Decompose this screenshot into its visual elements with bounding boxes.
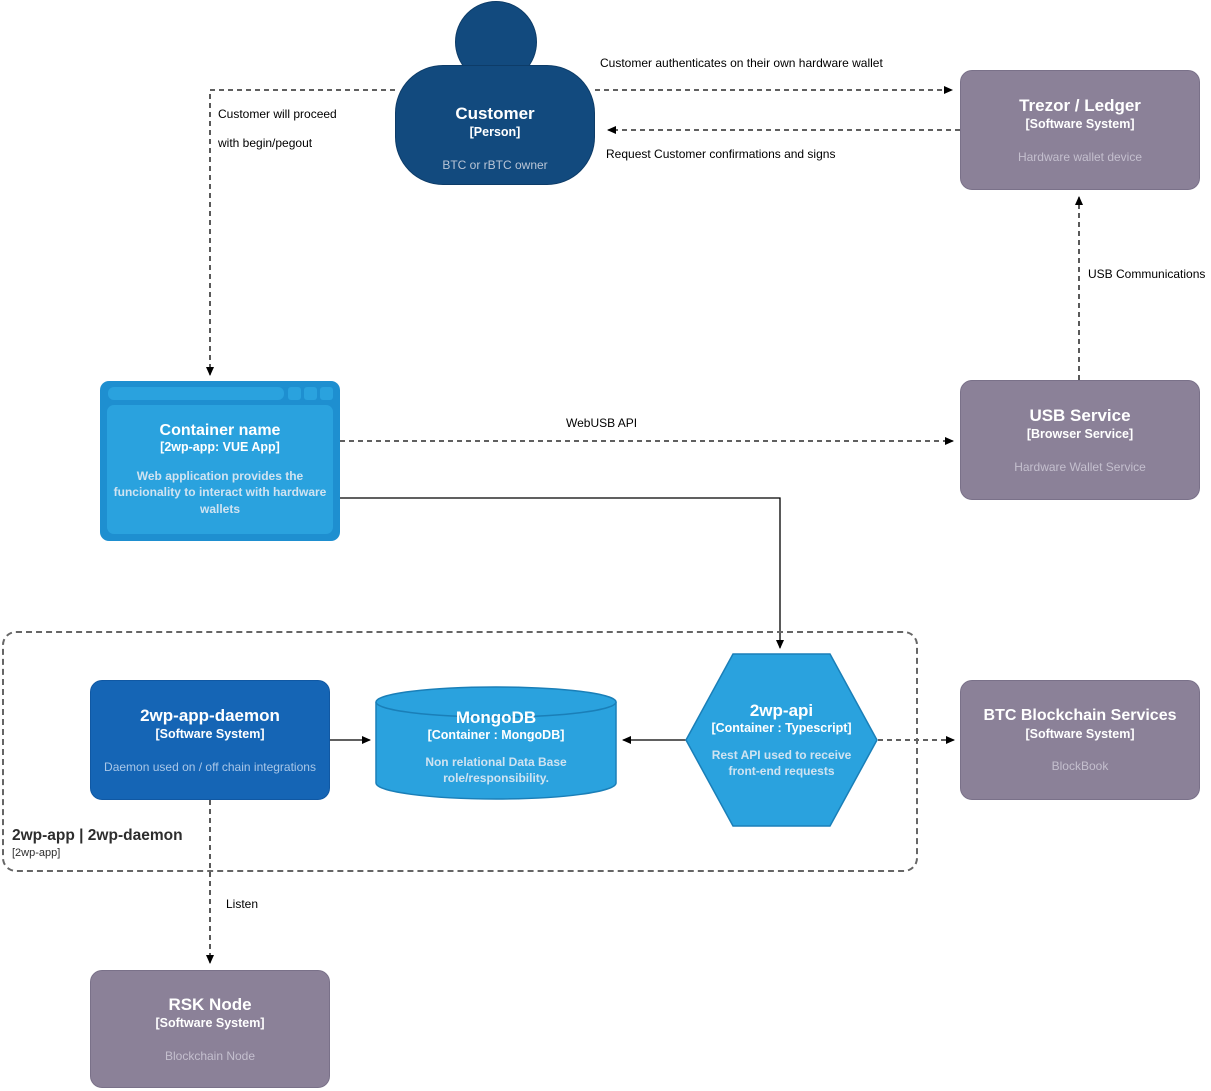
node-description: Blockchain Node (164, 1048, 256, 1063)
boundary-title: 2wp-app | 2wp-daemon (12, 827, 183, 844)
node-trezor-ledger: Trezor / Ledger [Software System] Hardwa… (960, 70, 1200, 190)
node-rsk-node: RSK Node [Software System] Blockchain No… (90, 970, 330, 1088)
node-mongodb: MongoDB [Container : MongoDB] Non relati… (375, 686, 617, 800)
node-title: BTC Blockchain Services (983, 706, 1177, 724)
node-description: Hardware wallet device (1017, 149, 1143, 164)
edge-label-listen: Listen (226, 897, 259, 911)
edge-label-usb-communications: USB Communications (1088, 267, 1206, 281)
node-subtitle: [2wp-app: VUE App] (160, 440, 280, 455)
node-2wp-app-daemon: 2wp-app-daemon [Software System] Daemon … (90, 680, 330, 800)
node-title: Trezor / Ledger (1019, 96, 1141, 116)
node-subtitle: [Software System] (1025, 726, 1135, 741)
node-title: Customer (455, 104, 535, 124)
cylinder-shape (375, 686, 617, 800)
node-description: BlockBook (1051, 759, 1109, 774)
hexagon-shape (685, 653, 878, 827)
node-title: 2wp-app-daemon (140, 706, 280, 726)
browser-window-button (304, 387, 317, 400)
node-title: MongoDB (455, 707, 537, 727)
node-webapp-container: Container name [2wp-app: VUE App] Web ap… (100, 381, 340, 541)
node-subtitle: [Software System] (155, 1016, 265, 1031)
node-subtitle: [Browser Service] (1026, 427, 1134, 442)
boundary-subtitle: [2wp-app] (12, 847, 61, 859)
edge-customer-to-webapp (206, 89, 395, 376)
browser-window-button (288, 387, 301, 400)
node-btc-blockchain-services: BTC Blockchain Services [Software System… (960, 680, 1200, 800)
browser-address-bar (108, 387, 284, 400)
node-2wp-api: 2wp-api [Container : Typescript] Rest AP… (685, 653, 878, 827)
node-title: Container name (159, 422, 281, 440)
node-description: BTC or rBTC owner (442, 157, 548, 172)
node-description: Daemon used on / off chain integrations (104, 759, 316, 774)
node-title: RSK Node (168, 995, 252, 1015)
node-description: Hardware Wallet Service (1014, 459, 1146, 474)
node-title: USB Service (1029, 406, 1131, 426)
node-customer: Customer [Person] BTC or rBTC owner (395, 65, 595, 185)
node-subtitle: [Container : Typescript] (711, 720, 852, 735)
browser-content: Container name [2wp-app: VUE App] Web ap… (107, 405, 333, 534)
browser-window-button (320, 387, 333, 400)
node-description: Web application provides the funcionalit… (113, 469, 327, 516)
edge-label-webusb-api: WebUSB API (566, 416, 638, 430)
edge-label-request-confirmations: Request Customer confirmations and signs (606, 147, 836, 161)
node-subtitle: [Software System] (155, 727, 265, 742)
node-description: Non relational Data Base role/responsibi… (425, 754, 567, 785)
edge-webapp-to-api (340, 497, 784, 649)
edge-label-proceed-line1: Customer will proceed (218, 107, 337, 121)
node-subtitle: [Person] (469, 125, 521, 140)
node-usb-service: USB Service [Browser Service] Hardware W… (960, 380, 1200, 500)
node-title: 2wp-api (749, 700, 814, 720)
node-description: Rest API used to receive front-end reque… (711, 747, 852, 778)
edge-label-proceed-line2: with begin/pegout (218, 136, 313, 150)
boundary-label: 2wp-app | 2wp-daemon [2wp-app] (12, 827, 183, 859)
edge-label-authenticates: Customer authenticates on their own hard… (600, 56, 883, 70)
node-subtitle: [Container : MongoDB] (427, 727, 565, 742)
boundary-2wp-app: 2wp-app | 2wp-daemon [2wp-app] (2, 631, 918, 872)
node-subtitle: [Software System] (1025, 117, 1135, 132)
